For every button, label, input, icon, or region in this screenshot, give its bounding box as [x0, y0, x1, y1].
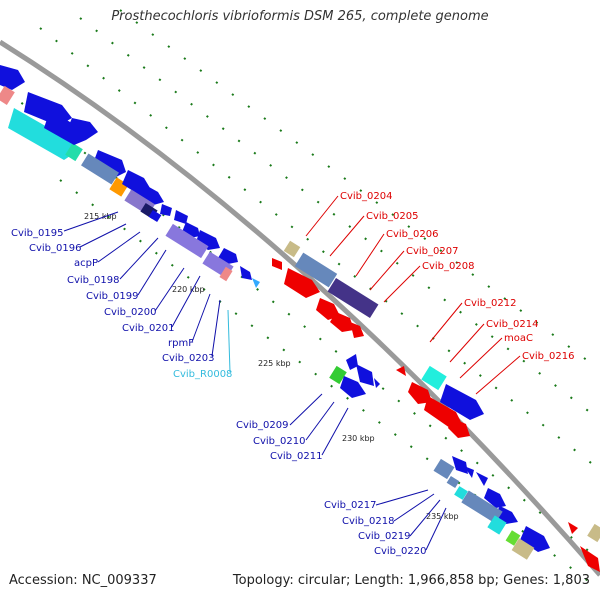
gene-block[interactable] — [329, 365, 347, 385]
genome-stats-text: Topology: circular; Length: 1,966,858 bp… — [232, 573, 590, 588]
kbp-label: 220 kbp — [172, 285, 205, 294]
gene-labels: Cvib_0195 Cvib_0196 acpP Cvib_0198 Cvib_… — [11, 191, 574, 557]
gene-label[interactable]: Cvib_0201 — [122, 323, 174, 334]
gene-block[interactable] — [587, 523, 600, 543]
gene-label[interactable]: Cvib_0207 — [406, 246, 458, 257]
gene-label[interactable]: Cvib_0203 — [162, 353, 214, 364]
gene-block[interactable] — [505, 530, 521, 546]
gene-block[interactable] — [294, 252, 338, 288]
gene-arrow[interactable] — [316, 298, 340, 320]
gene-label[interactable]: Cvib_0218 — [342, 516, 394, 527]
guide-dots — [0, 9, 600, 591]
kbp-label: 215 kbp — [84, 212, 117, 221]
gene-arrow[interactable] — [408, 382, 432, 404]
kbp-label: 230 kbp — [342, 434, 375, 443]
gene-label[interactable]: Cvib_0198 — [67, 275, 119, 286]
gene-block[interactable] — [421, 365, 447, 391]
gene-arrow[interactable] — [284, 268, 320, 298]
gene-label[interactable]: acpP — [74, 258, 98, 269]
gene-arrow[interactable] — [484, 488, 506, 508]
gene-arrow[interactable] — [0, 65, 25, 90]
gene-arrow[interactable] — [160, 204, 172, 216]
gene-label[interactable]: Cvib_0195 — [11, 228, 63, 239]
gene-block[interactable] — [219, 266, 233, 282]
gene-label[interactable]: Cvib_0206 — [386, 229, 438, 240]
gene-label[interactable]: Cvib_0208 — [422, 261, 474, 272]
gene-arrow[interactable] — [356, 364, 374, 386]
gene-block[interactable] — [461, 490, 503, 524]
gene-arrow[interactable] — [240, 266, 252, 280]
gene-label[interactable]: Cvib_0210 — [253, 436, 305, 447]
map-title: Prosthecochloris vibrioformis DSM 265, c… — [111, 9, 489, 24]
gene-label[interactable]: Cvib_0196 — [29, 243, 81, 254]
gene-block[interactable] — [454, 486, 468, 500]
gene-label[interactable]: Cvib_0220 — [374, 546, 426, 557]
kbp-label: 225 kbp — [258, 359, 291, 368]
gene-label[interactable]: Cvib_0214 — [486, 319, 538, 330]
minus-strand-features — [0, 65, 550, 560]
gene-label[interactable]: Cvib_0204 — [340, 191, 392, 202]
gene-block[interactable] — [65, 142, 83, 162]
gene-block[interactable] — [165, 223, 209, 259]
gene-label[interactable]: Cvib_0209 — [236, 420, 288, 431]
gene-arrow[interactable] — [580, 546, 600, 572]
gene-arrow[interactable] — [44, 110, 86, 145]
gene-arrow[interactable] — [440, 384, 484, 420]
gene-arrow[interactable] — [568, 522, 578, 534]
gene-label[interactable]: Cvib_R0008 — [173, 369, 232, 380]
gene-label[interactable]: Cvib_0217 — [324, 500, 376, 511]
gene-label[interactable]: Cvib_0212 — [464, 298, 516, 309]
label-leaders — [63, 195, 521, 551]
gene-arrow[interactable] — [8, 108, 76, 160]
gene-arrow[interactable] — [396, 366, 406, 376]
gene-label[interactable]: Cvib_0219 — [358, 531, 410, 542]
gene-arrow[interactable] — [452, 456, 468, 474]
gene-block[interactable] — [433, 458, 455, 480]
gene-label[interactable]: rpmF — [168, 338, 194, 349]
gene-arrow[interactable] — [448, 418, 470, 438]
plus-strand-features — [272, 240, 600, 572]
gene-arrow[interactable] — [374, 378, 380, 388]
gene-block[interactable] — [327, 277, 379, 319]
gene-arrow[interactable] — [92, 150, 126, 178]
gene-label[interactable]: Cvib_0199 — [86, 291, 138, 302]
gene-label[interactable]: Cvib_0211 — [270, 451, 322, 462]
gene-block[interactable] — [148, 209, 162, 223]
gene-label[interactable]: Cvib_0200 — [104, 307, 156, 318]
gene-block[interactable] — [487, 515, 507, 535]
gene-arrow[interactable] — [174, 210, 188, 224]
gene-arrow[interactable] — [476, 472, 488, 486]
gene-arrow[interactable] — [252, 278, 260, 288]
gene-arrow[interactable] — [330, 312, 354, 332]
gene-label[interactable]: Cvib_0216 — [522, 351, 574, 362]
gene-label[interactable]: Cvib_0205 — [366, 211, 418, 222]
gene-arrow[interactable] — [340, 376, 366, 398]
gene-arrow[interactable] — [272, 258, 282, 270]
gene-arrow[interactable] — [520, 526, 550, 552]
gene-block[interactable] — [81, 153, 119, 185]
gene-arrow[interactable] — [346, 354, 358, 370]
gene-block[interactable] — [446, 475, 460, 489]
gene-label[interactable]: moaC — [504, 333, 533, 344]
accession-text: Accession: NC_009337 — [9, 573, 157, 588]
gene-block[interactable] — [511, 538, 535, 560]
gene-arrow[interactable] — [464, 466, 474, 478]
gene-arrow[interactable] — [350, 322, 364, 338]
gene-block[interactable] — [0, 85, 15, 105]
gene-block[interactable] — [283, 240, 301, 258]
